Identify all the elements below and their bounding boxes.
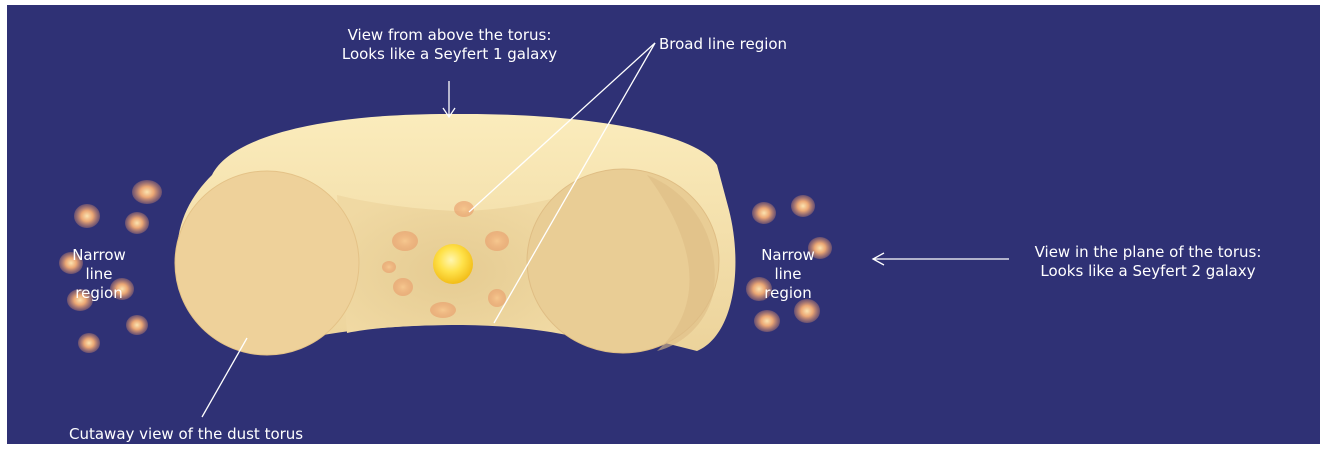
narrow-line-cloud bbox=[78, 333, 100, 353]
label-narrow-right-line3: region bbox=[736, 284, 840, 303]
broad-line-cloud bbox=[392, 231, 418, 251]
agn-torus-diagram bbox=[7, 5, 1320, 444]
narrow-line-cloud bbox=[791, 195, 815, 217]
broad-line-cloud bbox=[485, 231, 509, 251]
broad-line-cloud bbox=[488, 289, 506, 307]
label-cutaway-view-text: Cutaway view of the dust torus bbox=[69, 425, 303, 444]
label-view-from-above: View from above the torus: Looks like a … bbox=[307, 26, 592, 64]
label-view-in-plane-line2: Looks like a Seyfert 2 galaxy bbox=[1008, 262, 1288, 281]
broad-line-cloud bbox=[430, 302, 456, 318]
broad-line-cloud bbox=[393, 278, 413, 296]
narrow-line-cloud bbox=[754, 310, 780, 332]
label-narrow-left-line3: region bbox=[47, 284, 151, 303]
label-view-from-above-line1: View from above the torus: bbox=[307, 26, 592, 45]
narrow-line-cloud bbox=[132, 180, 162, 204]
label-narrow-right-line1: Narrow bbox=[736, 246, 840, 265]
label-view-in-plane: View in the plane of the torus: Looks li… bbox=[1008, 243, 1288, 281]
narrow-line-cloud bbox=[126, 315, 148, 335]
label-narrow-left-line1: Narrow bbox=[47, 246, 151, 265]
label-narrow-left-line2: line bbox=[47, 265, 151, 284]
label-narrow-line-region-right: Narrow line region bbox=[736, 246, 840, 303]
broad-line-cloud bbox=[454, 201, 474, 217]
label-cutaway-view: Cutaway view of the dust torus bbox=[69, 425, 303, 444]
diagram-panel: View from above the torus: Looks like a … bbox=[7, 5, 1320, 444]
broad-line-cloud bbox=[382, 261, 396, 273]
label-narrow-right-line2: line bbox=[736, 265, 840, 284]
label-view-from-above-line2: Looks like a Seyfert 1 galaxy bbox=[307, 45, 592, 64]
torus-left-cutaway bbox=[175, 171, 359, 355]
label-narrow-line-region-left: Narrow line region bbox=[47, 246, 151, 303]
label-view-in-plane-line1: View in the plane of the torus: bbox=[1008, 243, 1288, 262]
narrow-line-cloud bbox=[125, 212, 149, 234]
narrow-line-cloud bbox=[74, 204, 100, 228]
narrow-line-cloud bbox=[752, 202, 776, 224]
central-engine bbox=[433, 244, 473, 284]
label-broad-line-region: Broad line region bbox=[659, 35, 787, 54]
label-broad-line-region-text: Broad line region bbox=[659, 35, 787, 54]
